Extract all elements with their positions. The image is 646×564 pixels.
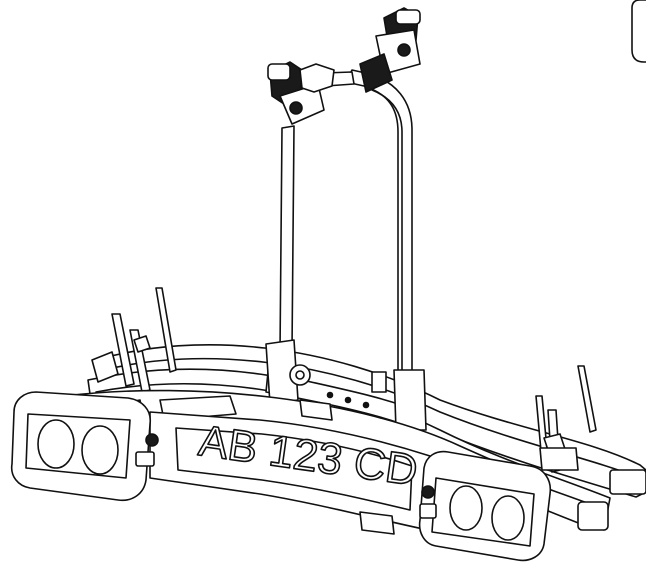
frame-clamp-left — [267, 61, 335, 125]
strap-brackets — [91, 351, 579, 471]
coupling-parts — [299, 399, 395, 535]
tail-light-left — [10, 391, 159, 502]
reflector-right-b — [491, 495, 525, 541]
frame-clamp-right — [359, 7, 421, 93]
frame-corner — [631, 0, 646, 63]
tail-light-right — [418, 450, 552, 562]
reflector-right-a — [449, 485, 483, 531]
plate-holder — [149, 411, 431, 531]
reflector-left-b — [81, 425, 119, 475]
reflector-left-a — [37, 419, 75, 469]
